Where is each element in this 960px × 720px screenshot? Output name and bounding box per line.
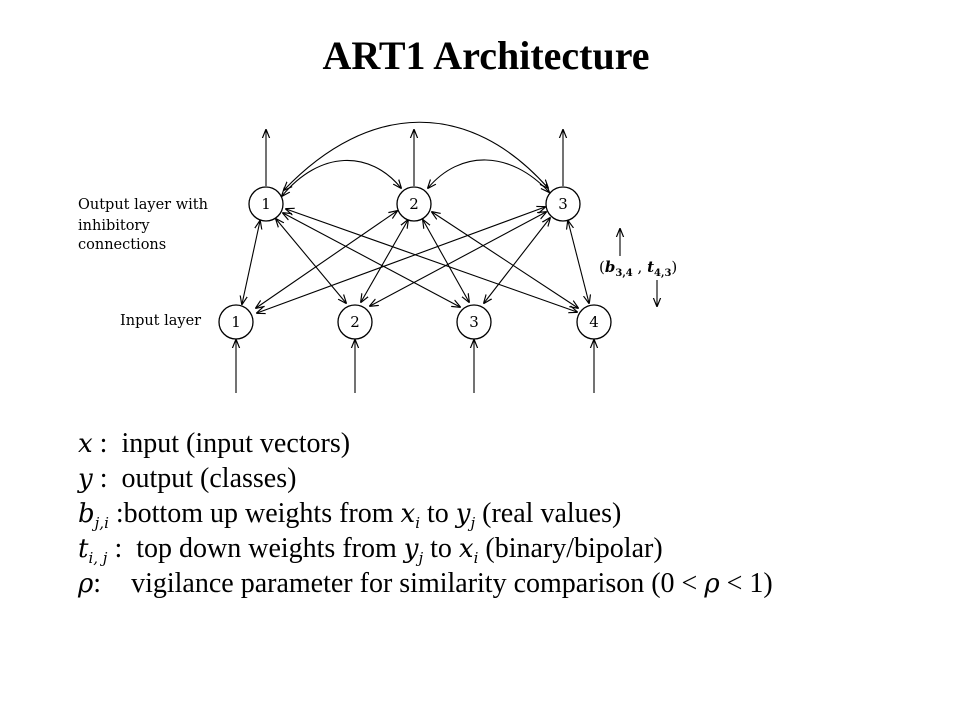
output-layer-label-line-3: connections xyxy=(78,237,166,253)
input-layer: 1 2 3 4 xyxy=(218,304,612,340)
input-node-1: 1 xyxy=(218,304,254,340)
inhibitory-arc-1-2 xyxy=(282,159,401,196)
definition-text: output (classes) xyxy=(121,463,297,494)
svg-text:1: 1 xyxy=(231,313,241,331)
edge-o3-i1 xyxy=(257,207,545,313)
output-layer-label-line-1: Output layer with xyxy=(78,197,208,213)
edge-o1-i1 xyxy=(242,221,260,304)
symbol-b: bj,i xyxy=(78,499,109,533)
input-node-3: 3 xyxy=(456,304,492,340)
definition-b: bj,i :bottom up weights from xi to yj (r… xyxy=(78,496,938,533)
input-node-2: 2 xyxy=(337,304,373,340)
edge-o1-i2 xyxy=(276,219,346,303)
inhibitory-arc-1-3 xyxy=(284,121,548,190)
output-node-3: 3 xyxy=(545,186,581,222)
svg-text:3: 3 xyxy=(558,195,568,213)
svg-text:2: 2 xyxy=(350,313,360,331)
definitions-list: x :input (input vectors) y :output (clas… xyxy=(78,426,938,601)
definition-y: y :output (classes) xyxy=(78,461,938,496)
definition-text: bottom up weights from xi to yj (real va… xyxy=(123,498,622,533)
input-node-4: 4 xyxy=(576,304,612,340)
edge-o2-i1 xyxy=(256,211,397,308)
svg-text:3: 3 xyxy=(469,313,479,331)
definition-text: input (input vectors) xyxy=(121,428,351,459)
symbol-y: y xyxy=(78,464,93,494)
symbol-x: x xyxy=(78,429,93,459)
inhibitory-arc-2-3 xyxy=(428,159,549,192)
svg-text:1: 1 xyxy=(261,195,271,213)
svg-text:2: 2 xyxy=(409,195,419,213)
output-layer-label-line-2: inhibitory xyxy=(78,218,150,234)
input-arrows xyxy=(236,340,594,393)
definition-x: x :input (input vectors) xyxy=(78,426,938,461)
input-layer-label: Input layer xyxy=(120,313,201,329)
edge-o3-i4 xyxy=(568,221,589,303)
edge-o1-i4 xyxy=(286,209,577,312)
output-node-1: 1 xyxy=(248,186,284,222)
layer-connections xyxy=(242,207,589,313)
definition-rho: ρ:vigilance parameter for similarity com… xyxy=(78,566,938,601)
svg-text:4: 4 xyxy=(589,313,599,331)
symbol-t: ti, j xyxy=(78,534,108,568)
definition-text: top down weights from yj to xi (binary/b… xyxy=(136,533,663,568)
definition-text: vigilance parameter for similarity compa… xyxy=(131,568,773,599)
edge-o3-i3 xyxy=(484,218,550,303)
inhibitory-arcs xyxy=(282,121,549,196)
weight-indicator: (b3,4 , t4,3) xyxy=(599,229,677,306)
slide-title: ART1 Architecture xyxy=(322,33,650,78)
weight-label: (b3,4 , t4,3) xyxy=(599,258,677,279)
output-node-2: 2 xyxy=(396,186,432,222)
output-arrows xyxy=(266,130,563,186)
edge-o2-i4 xyxy=(432,212,578,308)
symbol-rho: ρ xyxy=(78,569,94,599)
output-layer: 1 2 3 xyxy=(248,186,581,222)
definition-t: ti, j :top down weights from yj to xi (b… xyxy=(78,531,938,568)
